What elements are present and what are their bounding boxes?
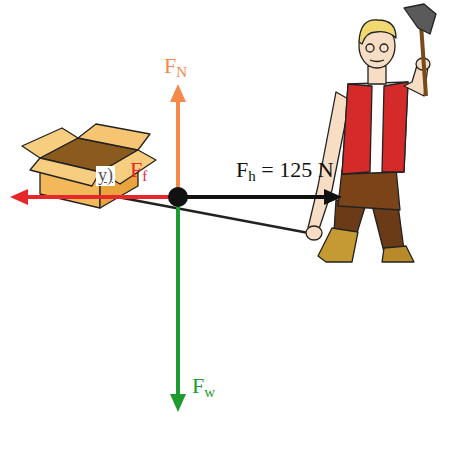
force-label: Ff <box>130 158 147 182</box>
man-illustration <box>306 4 436 262</box>
force-arrows <box>10 84 342 412</box>
cropped-text: y) <box>96 166 115 186</box>
force-label: Fh = 125 N <box>236 158 334 182</box>
force-label: FN <box>164 54 187 78</box>
rope <box>112 196 314 234</box>
force-label: Fw <box>192 374 215 398</box>
